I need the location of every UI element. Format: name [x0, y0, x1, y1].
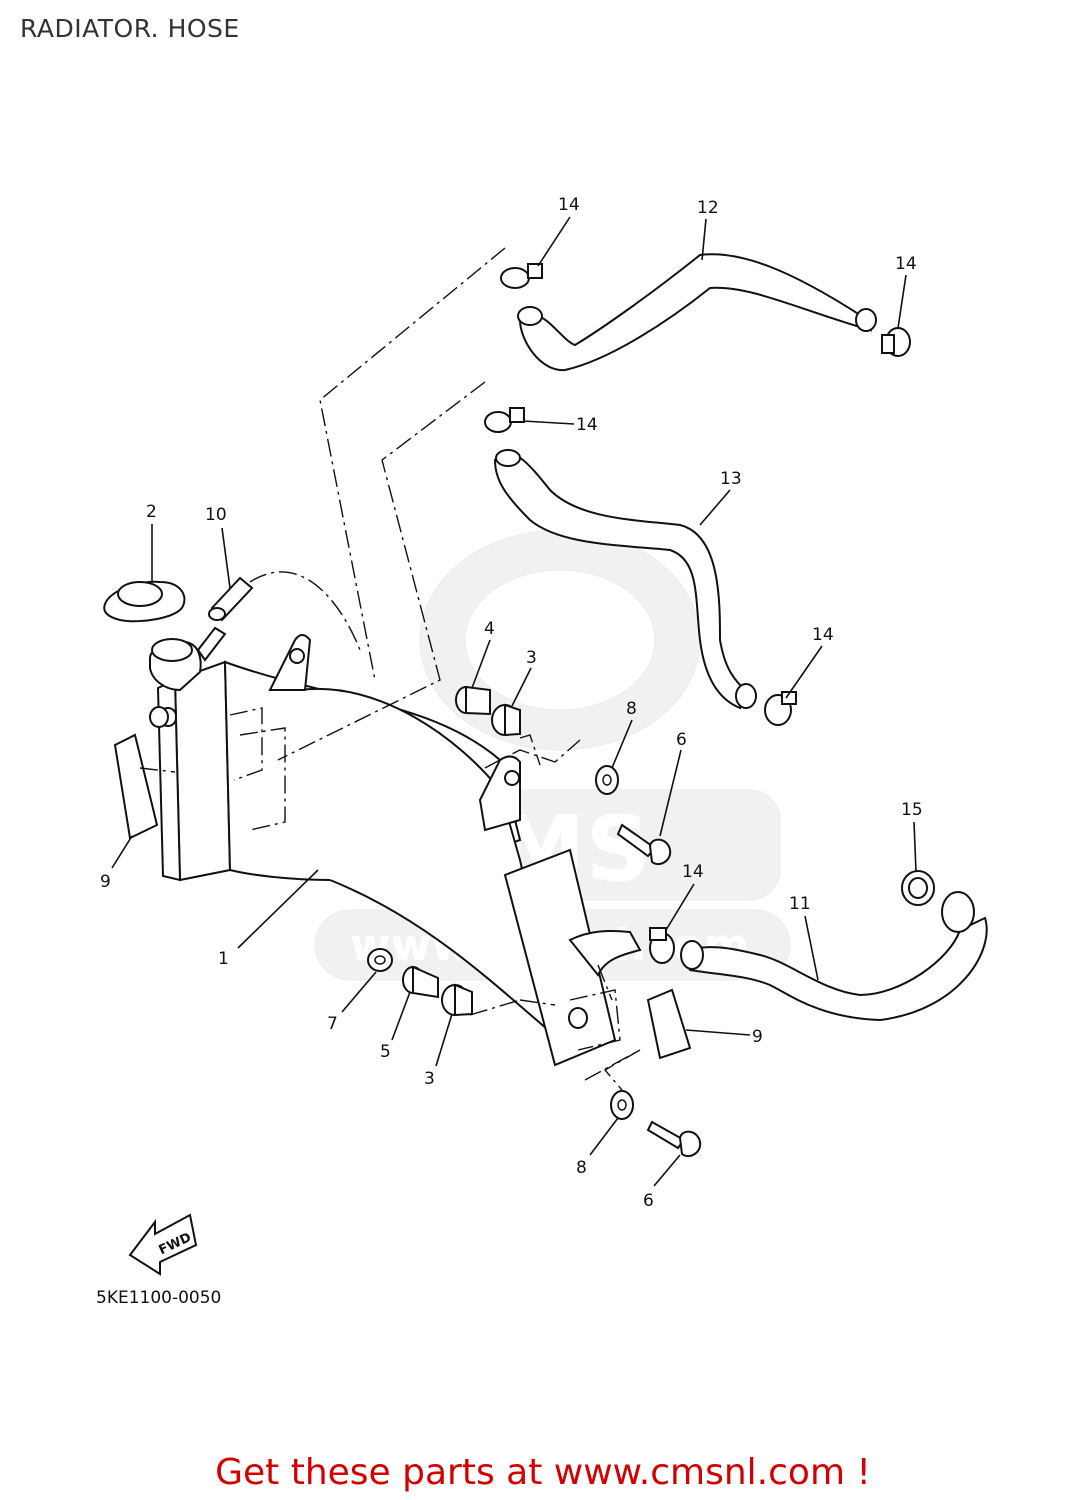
callout-10: 10 — [205, 505, 227, 525]
callout-2: 2 — [146, 502, 157, 522]
assembly-lines — [139, 247, 641, 1091]
callout-9-a: 9 — [100, 872, 111, 892]
callout-5: 5 — [380, 1042, 391, 1062]
callout-14-b: 14 — [895, 254, 917, 274]
callout-14-d: 14 — [812, 625, 834, 645]
radiator-cap — [103, 580, 227, 692]
callout-14-c: 14 — [576, 415, 598, 435]
caution-labels — [113, 733, 692, 1060]
fasteners — [367, 685, 702, 1158]
callout-1: 1 — [218, 949, 229, 969]
leader-lines — [111, 216, 917, 1187]
callout-9-b: 9 — [752, 1027, 763, 1047]
hose-clamp-15 — [901, 870, 935, 906]
callout-12: 12 — [697, 198, 719, 218]
callout-3-b: 3 — [424, 1069, 435, 1089]
callout-14-a: 14 — [558, 195, 580, 215]
callout-4: 4 — [484, 619, 495, 639]
callout-numbers: 14 12 14 14 13 2 10 4 3 8 6 14 15 14 11 … — [100, 195, 923, 1211]
callout-14-e: 14 — [682, 862, 704, 882]
lower-hose-11 — [680, 891, 988, 1022]
callout-3-a: 3 — [526, 648, 537, 668]
catalog-code: 5KE1100-0050 — [96, 1288, 222, 1308]
callout-13: 13 — [720, 469, 742, 489]
callout-8-a: 8 — [626, 699, 637, 719]
hose-clamps — [484, 263, 911, 964]
callout-6-a: 6 — [676, 730, 687, 750]
callout-8-b: 8 — [576, 1158, 587, 1178]
callout-6-b: 6 — [643, 1191, 654, 1211]
callout-7: 7 — [327, 1014, 338, 1034]
radiator-core — [149, 634, 642, 1067]
callout-15: 15 — [901, 800, 923, 820]
fwd-arrow-icon: FWD — [128, 1213, 198, 1276]
overflow-hose — [208, 571, 361, 651]
callout-11: 11 — [789, 894, 811, 914]
page-title: RADIATOR. HOSE — [20, 14, 240, 43]
upper-hose-12 — [517, 253, 877, 372]
hose-13 — [493, 449, 757, 710]
promo-link[interactable]: Get these parts at www.cmsnl.com ! — [215, 1452, 871, 1493]
